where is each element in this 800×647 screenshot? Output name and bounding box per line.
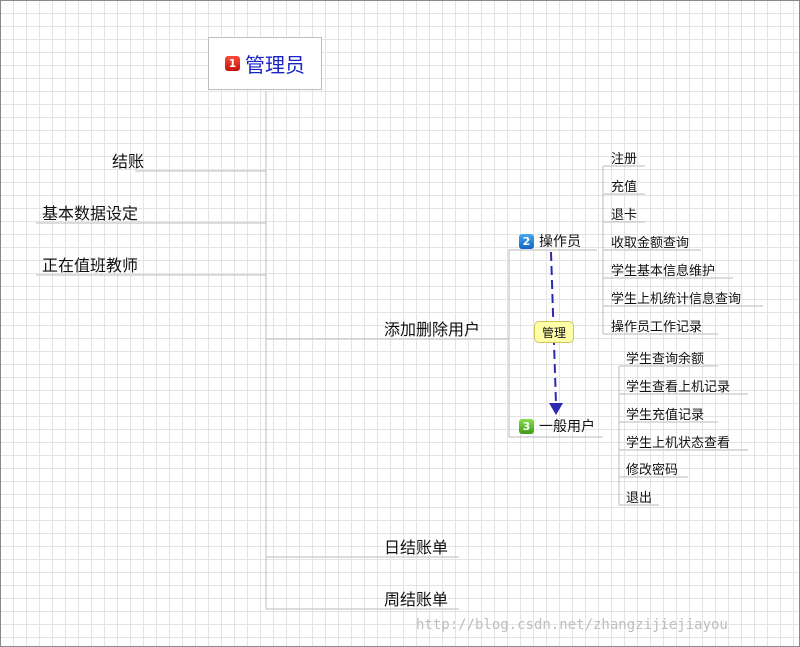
- general-user-item[interactable]: 学生上机状态查看: [626, 436, 731, 451]
- node-operator[interactable]: 2 操作员: [519, 231, 581, 251]
- node-weekly-bill[interactable]: 周结账单: [384, 590, 449, 609]
- operator-item[interactable]: 学生上机统计信息查询: [611, 292, 742, 307]
- general-user-item[interactable]: 学生查看上机记录: [626, 380, 731, 395]
- priority-1-icon: 1: [225, 56, 240, 71]
- watermark: http://blog.csdn.net/zhangzijiejiayou: [416, 617, 728, 633]
- node-checkout[interactable]: 结账: [112, 152, 145, 171]
- general-user-label: 一般用户: [539, 419, 595, 435]
- root-label: 管理员: [245, 53, 305, 77]
- operator-item[interactable]: 操作员工作记录: [611, 320, 703, 335]
- node-general-user[interactable]: 3 一般用户: [519, 416, 595, 436]
- priority-2-icon: 2: [519, 233, 534, 249]
- operator-item[interactable]: 退卡: [611, 208, 638, 223]
- operator-item[interactable]: 收取金额查询: [611, 236, 690, 251]
- operator-item[interactable]: 注册: [611, 152, 638, 167]
- operator-label: 操作员: [539, 234, 581, 250]
- relationship-label[interactable]: 管理: [534, 321, 574, 343]
- node-add-delete-users[interactable]: 添加删除用户: [384, 320, 481, 339]
- node-on-duty[interactable]: 正在值班教师: [42, 256, 139, 275]
- general-user-item[interactable]: 退出: [626, 491, 653, 506]
- general-user-item[interactable]: 学生充值记录: [626, 408, 705, 423]
- priority-3-icon: 3: [519, 418, 534, 434]
- node-daily-bill[interactable]: 日结账单: [384, 538, 449, 557]
- operator-item[interactable]: 学生基本信息维护: [611, 264, 716, 279]
- root-node[interactable]: 1 管理员: [208, 37, 322, 90]
- general-user-item[interactable]: 修改密码: [626, 463, 679, 478]
- node-basic-data[interactable]: 基本数据设定: [42, 204, 139, 223]
- operator-item[interactable]: 充值: [611, 180, 638, 195]
- general-user-item[interactable]: 学生查询余额: [626, 352, 705, 367]
- arrow-head: [549, 403, 563, 415]
